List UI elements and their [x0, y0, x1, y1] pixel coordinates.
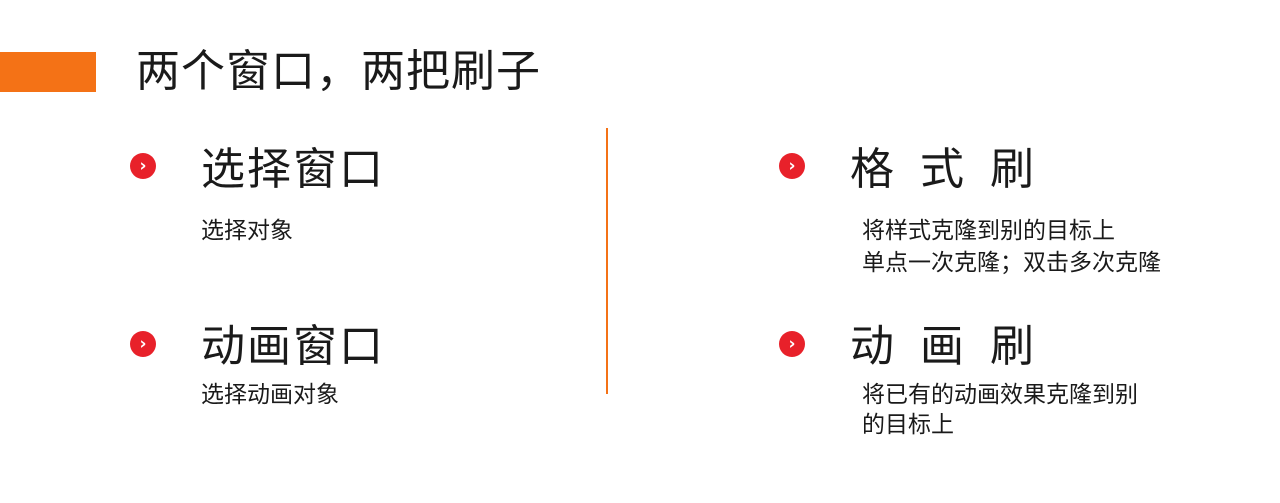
section-title-selection-window: 选择窗口: [201, 144, 385, 195]
section-desc-format-painter-line-1: 将样式克隆到别的目标上: [862, 218, 1115, 244]
section-desc-selection-window: 选择对象: [201, 218, 293, 244]
title-accent-bar: [0, 52, 96, 92]
chevron-right-icon: ›: [130, 153, 156, 179]
chevron-right-icon: ›: [779, 331, 805, 357]
section-desc-animation-painter-line-1: 将已有的动画效果克隆到别: [862, 382, 1138, 408]
section-desc-animation-window: 选择动画对象: [201, 382, 339, 408]
section-desc-format-painter-line-2: 单点一次克隆；双击多次克隆: [862, 250, 1161, 276]
page-title: 两个窗口，两把刷子: [136, 46, 541, 97]
section-title-animation-painter: 动 画 刷: [850, 321, 1040, 372]
chevron-right-icon: ›: [779, 153, 805, 179]
column-divider: [606, 128, 608, 394]
section-title-format-painter: 格 式 刷: [850, 144, 1040, 195]
section-title-animation-window: 动画窗口: [201, 321, 385, 372]
section-desc-animation-painter-line-2: 的目标上: [862, 412, 954, 438]
chevron-right-icon: ›: [130, 331, 156, 357]
